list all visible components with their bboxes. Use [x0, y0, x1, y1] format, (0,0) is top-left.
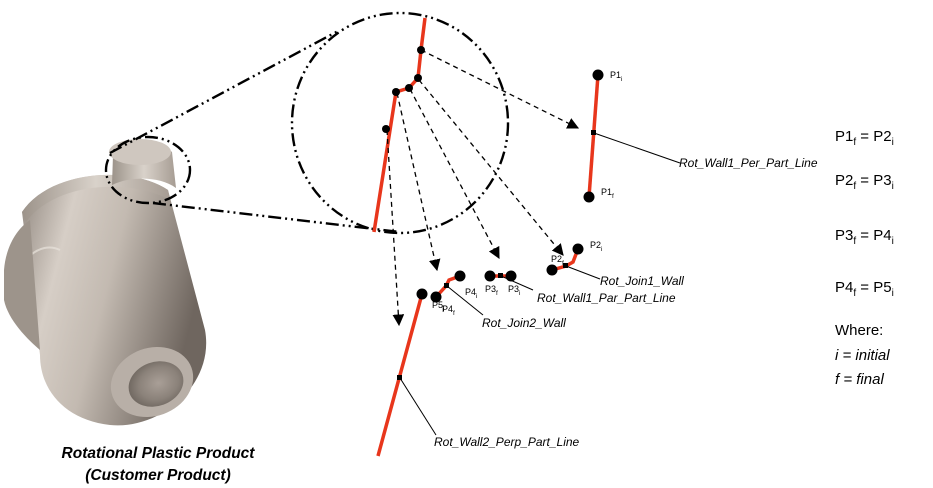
equations: P1f = P2i P2f = P3i P3f = P4i P4f = P5i — [835, 128, 894, 299]
equation-4: P4f = P5i — [835, 279, 894, 299]
leader-join2 — [446, 285, 484, 316]
legend-final: f = final — [835, 371, 884, 388]
segment-join1 — [551, 248, 580, 272]
zoom-line-top — [109, 28, 341, 155]
label-wall2-perp: Rot_Wall2_Perp_Part_Line — [434, 435, 580, 449]
caption-line-1: Rotational Plastic Product — [62, 445, 256, 462]
marker-join2 — [444, 283, 449, 288]
zoom-source-circle — [104, 135, 192, 205]
arrow-to-join2 — [396, 92, 441, 272]
zoom-point-5 — [382, 125, 390, 133]
arrow-to-wall1-par — [409, 88, 500, 260]
label-p3i: P3i — [508, 284, 520, 297]
segment-midpoint-markers — [397, 130, 596, 380]
point-p4i — [454, 270, 466, 282]
points — [416, 69, 604, 303]
equation-1: P1f = P2i — [835, 128, 894, 148]
zoom-profile-line — [372, 17, 427, 233]
zoom-magnifier — [104, 11, 510, 235]
marker-wall1-par — [498, 273, 503, 278]
label-p2f: P2f — [551, 254, 564, 267]
label-join2: Rot_Join2_Wall — [482, 316, 566, 330]
zoom-profile — [372, 17, 427, 233]
leader-wall1-par — [500, 275, 534, 291]
leader-wall1-perp — [593, 132, 681, 164]
product-caption: Rotational Plastic Product (Customer Pro… — [62, 445, 256, 484]
equation-3: P3f = P4i — [835, 227, 894, 247]
marker-wall2-perp — [397, 375, 402, 380]
leader-wall2-perp — [399, 377, 437, 436]
zoom-line-bottom — [152, 201, 401, 234]
label-p3f: P3f — [485, 284, 498, 297]
segment-wall1-perp — [587, 74, 600, 198]
caption-line-2: (Customer Product) — [85, 467, 231, 484]
point-p2f — [546, 264, 558, 276]
leader-lines — [399, 132, 681, 436]
point-p5i — [416, 288, 428, 300]
legend-initial: i = initial — [835, 347, 890, 364]
point-p2i — [572, 243, 584, 255]
label-p1f: P1f — [601, 187, 614, 200]
arrow-to-join1 — [418, 79, 564, 256]
label-p1i: P1i — [610, 70, 622, 83]
label-p4i: P4i — [465, 287, 477, 300]
zoom-detail-circle — [290, 11, 510, 235]
label-join1: Rot_Join1_Wall — [600, 274, 684, 288]
point-p1f — [583, 191, 595, 203]
cup-product-image — [4, 139, 207, 426]
zoom-point-2 — [414, 74, 422, 82]
point-p3f — [484, 270, 496, 282]
zoom-point-4 — [392, 88, 400, 96]
label-p4f: P4f — [442, 304, 455, 317]
explode-arrows — [386, 49, 580, 327]
label-wall1-par: Rot_Wall1_Par_Part_Line — [537, 291, 676, 305]
point-p4f — [430, 291, 442, 303]
equation-2: P2f = P3i — [835, 172, 894, 192]
arrow-to-wall2-perp — [386, 129, 405, 327]
arrow-to-wall1-perp — [420, 49, 580, 129]
point-p1i — [592, 69, 604, 81]
zoom-point-3 — [405, 84, 413, 92]
marker-join1 — [563, 263, 568, 268]
legend-where: Where: — [835, 322, 883, 339]
label-p5i: P5i — [432, 300, 444, 313]
label-wall1-perp: Rot_Wall1_Per_Part_Line — [679, 156, 818, 170]
legend: Where: i = initial f = final — [835, 322, 890, 388]
label-p2i: P2i — [590, 240, 602, 253]
leader-join1 — [565, 265, 601, 280]
marker-wall1-perp — [591, 130, 596, 135]
